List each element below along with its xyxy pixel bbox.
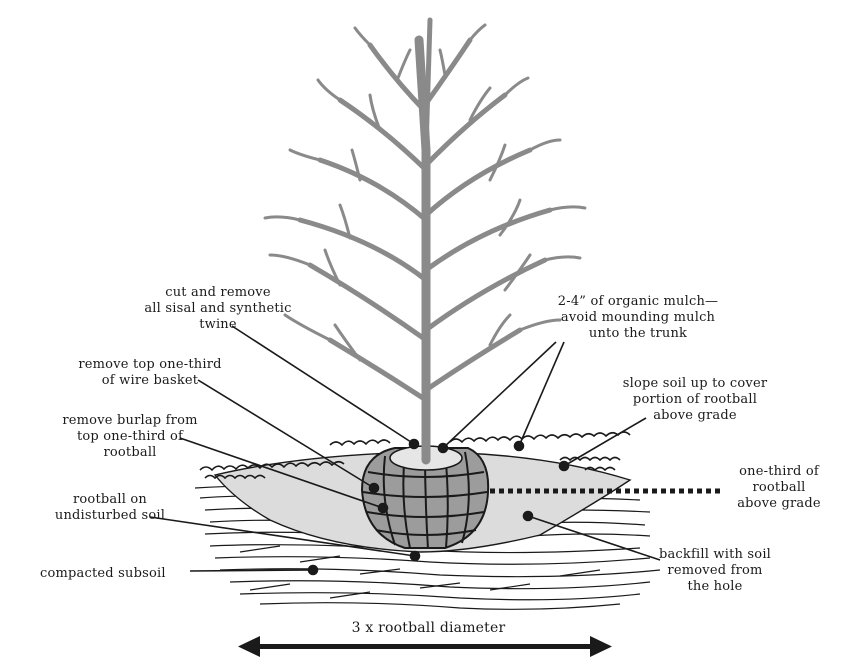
above-grade-label: one-third of rootball above grade [737,464,821,511]
mulch-layer [199,431,631,480]
twine-label: cut and remove all sisal and synthetic t… [144,285,292,332]
width-arrow [238,636,612,657]
subsoil-label: compacted subsoil [40,566,166,581]
mulch-label: 2-4” of organic mulch— avoid mounding mu… [557,294,719,341]
backfill-label: backfill with soil removed from the hole [658,547,772,594]
leader-lines [149,325,661,576]
hole-width-label: 3 x rootball diameter [351,620,506,636]
wire-basket-label: remove top one-third of wire basket [78,357,222,388]
rootball-label: rootball on undisturbed soil [54,492,166,523]
burlap-label: remove burlap from top one-third of root… [62,413,198,460]
slope-soil-label: slope soil up to cover portion of rootba… [622,376,768,423]
tree [263,17,587,465]
